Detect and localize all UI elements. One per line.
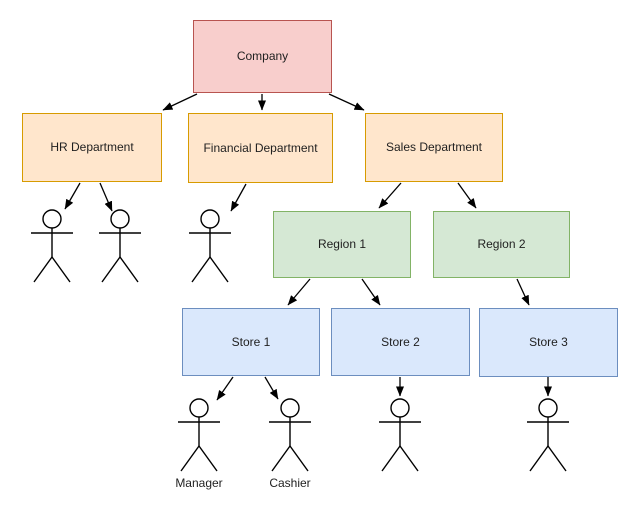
- node-company-label: Company: [236, 49, 289, 64]
- node-sales-department[interactable]: Sales Department: [365, 113, 503, 182]
- node-store-2-label: Store 2: [381, 334, 420, 349]
- edge-financial-actor: [230, 183, 247, 212]
- actor-store3-staff-icon: [526, 398, 570, 472]
- edge-hr-actor1: [64, 182, 81, 210]
- node-hr-department[interactable]: HR Department: [22, 113, 162, 182]
- actor-cashier-icon: [268, 398, 312, 472]
- node-store-1-label: Store 1: [231, 334, 271, 349]
- node-region-2-label: Region 2: [477, 237, 526, 252]
- node-store-3-label: Store 3: [529, 335, 568, 350]
- cashier-label: Cashier: [269, 476, 311, 490]
- edge-region1-store1: [287, 278, 311, 306]
- edge-region1-store2: [361, 278, 381, 306]
- edge-hr-actor2: [99, 182, 113, 212]
- node-store-1[interactable]: Store 1: [182, 308, 320, 376]
- node-sales-department-label: Sales Department: [385, 140, 483, 155]
- node-financial-department-label: Financial Department: [203, 140, 318, 155]
- node-company[interactable]: Company: [193, 20, 332, 93]
- node-hr-department-label: HR Department: [50, 140, 134, 155]
- edge-region2-store3: [516, 278, 530, 306]
- node-financial-department[interactable]: Financial Department: [188, 113, 333, 183]
- actor-manager-icon: [177, 398, 221, 472]
- actor-store2-staff-icon: [378, 398, 422, 472]
- node-region-2[interactable]: Region 2: [433, 211, 570, 278]
- actor-financial-staff-icon: [188, 209, 232, 283]
- edge-company-sales: [328, 93, 365, 111]
- actor-hr-staff-2-icon: [98, 209, 142, 283]
- edge-store1-manager: [216, 376, 234, 401]
- edge-store1-cashier: [264, 376, 279, 400]
- edge-sales-region2: [457, 182, 477, 209]
- node-region-1[interactable]: Region 1: [273, 211, 411, 278]
- actor-hr-staff-1-icon: [30, 209, 74, 283]
- manager-label: Manager: [175, 476, 223, 490]
- node-region-1-label: Region 1: [317, 237, 367, 252]
- edge-sales-region1: [378, 182, 402, 209]
- edge-company-hr: [162, 93, 198, 111]
- node-store-2[interactable]: Store 2: [331, 308, 470, 376]
- node-store-3[interactable]: Store 3: [479, 308, 618, 377]
